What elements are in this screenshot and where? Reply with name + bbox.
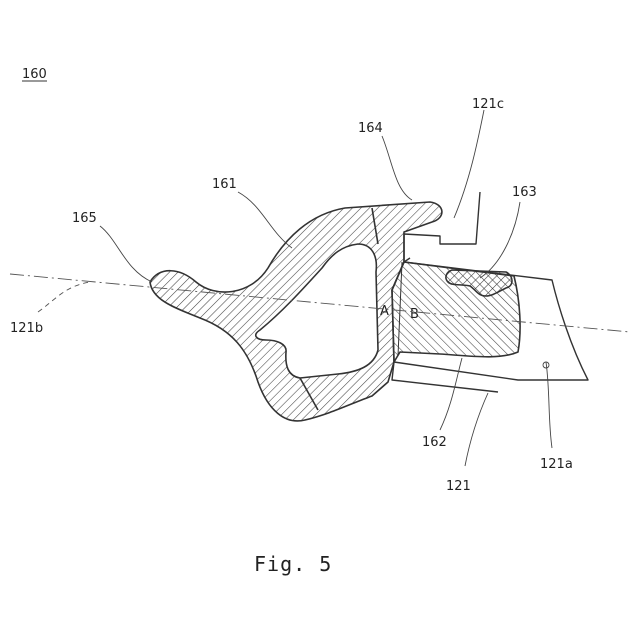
leader-121a [546, 362, 552, 448]
label-164: 164 [358, 121, 383, 136]
section-marker-a: A [380, 304, 389, 319]
label-163: 163 [512, 185, 537, 200]
figure-caption: Fig. 5 [254, 552, 332, 576]
leader-163 [480, 202, 520, 278]
leader-121b [38, 282, 90, 312]
label-121a: 121a [540, 457, 573, 472]
leader-165 [100, 226, 152, 282]
section-marker-b: B [410, 307, 419, 322]
label-121c: 121c [472, 97, 504, 112]
label-121b: 121b [10, 321, 43, 336]
label-121: 121 [446, 479, 471, 494]
leader-164 [382, 136, 412, 200]
label-161: 161 [212, 177, 237, 192]
figure-number: 160 [22, 67, 47, 82]
label-165: 165 [72, 211, 97, 226]
label-162: 162 [422, 435, 447, 450]
leader-121 [465, 393, 488, 466]
leader-161 [238, 192, 292, 248]
center-axis-line [10, 274, 630, 332]
